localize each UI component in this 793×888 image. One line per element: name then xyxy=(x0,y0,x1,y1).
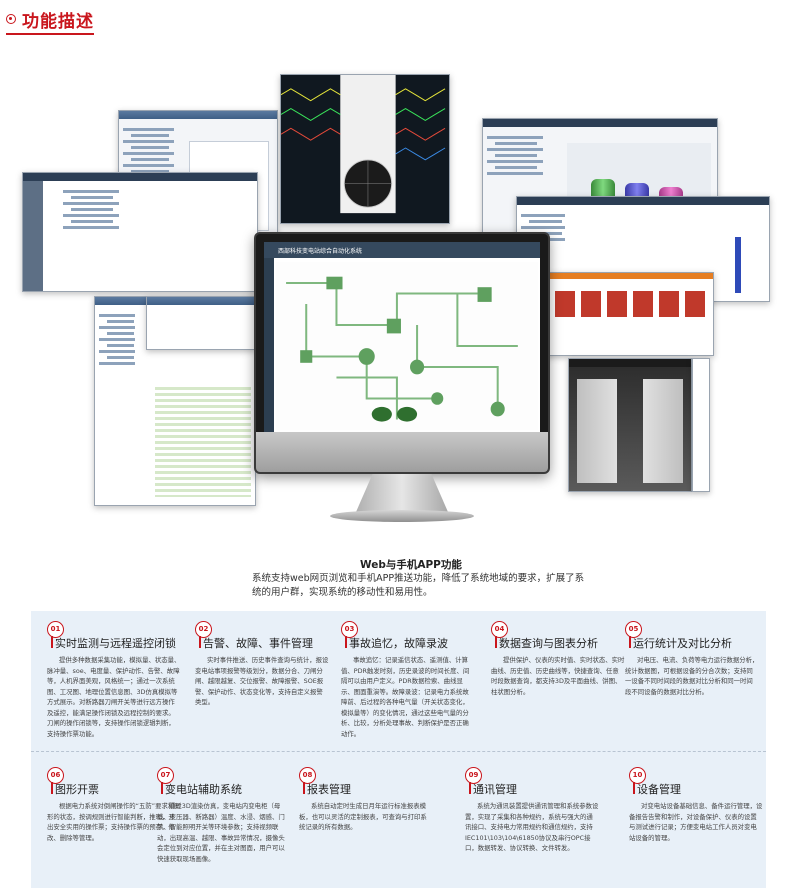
feature-title: 实时监测与远程遥控闭锁 xyxy=(51,636,176,650)
feature-number-badge: 10 xyxy=(629,767,646,784)
screenshot-collage: 02 01 xyxy=(0,60,793,560)
feature-number-badge: 07 xyxy=(157,767,174,784)
feature-number-badge: 05 xyxy=(625,621,642,638)
feature-description: 通过3D渲染仿真，变电站内变电柜（母线、变压器、断路器）温度、水浸、烟感、门禁、… xyxy=(157,802,285,863)
monitor-chin xyxy=(256,432,548,472)
feature-title: 通讯管理 xyxy=(469,782,517,796)
feature-description: 系统为通讯装置提供通讯管理和系统参数设置，实现了采集和各种规约，系统与强大的通讯… xyxy=(465,802,599,852)
caption-title: Web与手机APP功能 xyxy=(360,559,462,571)
feature-number-badge: 09 xyxy=(465,767,482,784)
row-divider xyxy=(31,751,766,752)
feature-description: 系统自动定时生成日月年运行标准报表模板，也可以灵活的定制报表，可查询与打印系统记… xyxy=(299,802,427,831)
scada-screen: 西部科技变电站综合自动化系统 xyxy=(264,242,540,432)
feature-title: 数据查询与图表分析 xyxy=(495,636,598,650)
section-header: 功能描述 xyxy=(6,6,94,32)
device-tree-screenshot xyxy=(22,172,258,292)
feature-title: 设备管理 xyxy=(633,782,681,796)
data-sidebar-screenshot xyxy=(692,358,710,492)
feature-description: 对变电站设备基础信息、备件运行管理，设备报告告警和制作，对设备保护、仪表的设置与… xyxy=(629,802,763,842)
substation-3d-screenshot xyxy=(568,358,692,492)
feature-number-badge: 01 xyxy=(47,621,64,638)
header-underline xyxy=(6,33,94,35)
feature-title: 运行统计及对比分析 xyxy=(629,636,732,650)
process-diagram xyxy=(276,262,538,430)
feature-title: 图形开票 xyxy=(51,782,99,796)
feature-number-badge: 06 xyxy=(47,767,64,784)
app-title: 西部科技变电站综合自动化系统 xyxy=(264,242,540,258)
monitor-display: 西部科技变电站综合自动化系统 xyxy=(254,232,550,474)
monitor-base xyxy=(330,510,474,522)
page-title: 功能描述 xyxy=(22,11,94,32)
feature-description: 提供保护、仪表的实时值、实时状态、实时曲线、历史值、历史曲线等，快捷查询、任意时… xyxy=(491,656,625,696)
caption-text: 系统支持web网页浏览和手机APP推送功能，降低了系统地域的要求，扩展了系统的用… xyxy=(252,573,585,598)
feature-description: 提供多种数据采集功能，模拟量、状态量、脉冲量、soe、电度量、保护动作、告警、故… xyxy=(47,656,181,738)
feature-title: 事故追忆，故障录波 xyxy=(345,636,448,650)
feature-number-badge: 08 xyxy=(299,767,316,784)
feature-description: 根据电力系统对倒闸操作的“五防”要求和图形的状态，按调规则进行智能判断，推理，开… xyxy=(47,802,181,842)
feature-description: 实时事件推送、历史事件查询与统计，报设变电站事项报警等级划分，数据分合、刀闸分闸… xyxy=(195,656,329,706)
feature-title: 报表管理 xyxy=(303,782,351,796)
waveform-screenshot xyxy=(280,74,450,224)
feature-description: 对电压、电流、负荷等电力运行数据分析，统计数据图，可根据设备的分合次数；支持同一… xyxy=(625,656,759,696)
feature-number-badge: 02 xyxy=(195,621,212,638)
target-dot-icon xyxy=(6,14,16,24)
form-window-screenshot xyxy=(146,296,256,350)
feature-grid: 01 实时监测与远程遥控闭锁 提供多种数据采集功能，模拟量、状态量、脉冲量、so… xyxy=(31,611,766,888)
feature-title: 变电站辅助系统 xyxy=(161,782,242,796)
monitor-stand xyxy=(356,474,448,512)
app-sidebar xyxy=(264,258,274,432)
feature-number-badge: 03 xyxy=(341,621,358,638)
feature-description: 事故追忆：记录遥信状态、遥测值、计算值、PDR触发时刻，历史录波的时间长度、间隔… xyxy=(341,656,470,738)
feature-title: 告警、故障、事件管理 xyxy=(199,636,313,650)
feature-number-badge: 04 xyxy=(491,621,508,638)
